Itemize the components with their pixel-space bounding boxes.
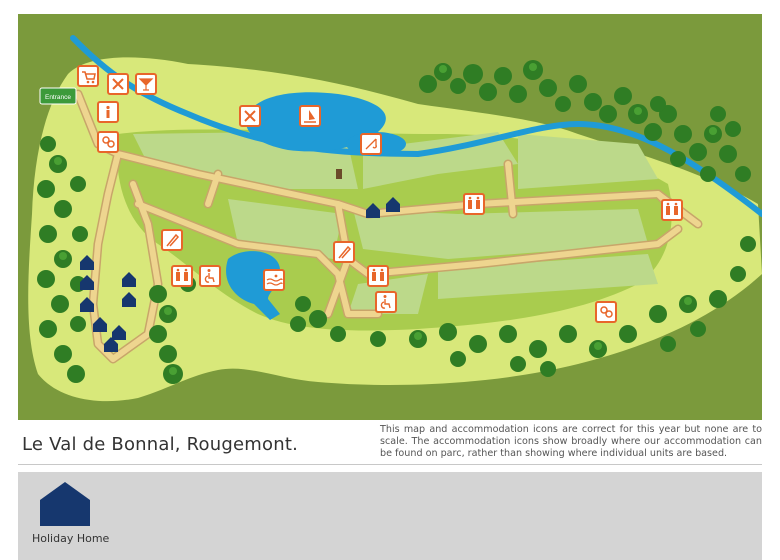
holiday-home-icon bbox=[366, 203, 380, 218]
swimming-pool-icon[interactable] bbox=[263, 269, 285, 291]
trees bbox=[37, 60, 756, 384]
map-key: Holiday Home bbox=[18, 472, 762, 560]
info-icon[interactable] bbox=[97, 101, 119, 123]
entrance-label: Entrance bbox=[45, 94, 71, 101]
site-title: Le Val de Bonnal, Rougemont. bbox=[22, 434, 299, 455]
fishing-icon[interactable] bbox=[360, 133, 382, 155]
field-5 bbox=[353, 209, 648, 259]
holiday-home-icon bbox=[122, 292, 136, 307]
bar-icon[interactable] bbox=[135, 73, 157, 95]
divider bbox=[18, 464, 762, 465]
kids-club-icon[interactable] bbox=[97, 131, 119, 153]
holiday-home-icon bbox=[112, 325, 126, 340]
lake-restaurant-icon[interactable] bbox=[239, 105, 261, 127]
footbridge bbox=[336, 169, 342, 179]
swimming-pool bbox=[226, 251, 281, 320]
playground-icon-1[interactable] bbox=[161, 229, 183, 251]
holiday-home-icon bbox=[122, 272, 136, 287]
key-label-holiday-home: Holiday Home bbox=[32, 532, 110, 545]
kids-club-icon-2[interactable] bbox=[595, 301, 617, 323]
holiday-home-icon bbox=[93, 317, 107, 332]
river bbox=[70, 35, 762, 217]
map-disclaimer: This map and accommodation icons are cor… bbox=[380, 424, 762, 459]
holiday-home-icon bbox=[80, 255, 94, 270]
entrance-sign: Entrance bbox=[39, 87, 77, 105]
field-3 bbox=[518, 134, 658, 189]
toilets-icon-2[interactable] bbox=[661, 199, 683, 221]
holiday-home-icon bbox=[386, 197, 400, 212]
windsurf-icon[interactable] bbox=[299, 105, 321, 127]
key-item-holiday-home: Holiday Home bbox=[28, 480, 138, 550]
holiday-home-icon bbox=[104, 337, 118, 352]
trees-highlight bbox=[54, 63, 717, 375]
park-map: Entrance bbox=[18, 14, 762, 420]
holiday-homes bbox=[80, 197, 400, 352]
caption-row: Le Val de Bonnal, Rougemont. This map an… bbox=[18, 420, 762, 465]
disabled-access-icon-1[interactable] bbox=[199, 265, 221, 287]
toilets-icon-1[interactable] bbox=[463, 193, 485, 215]
toilets-icon-3[interactable] bbox=[171, 265, 193, 287]
poi-icons bbox=[77, 65, 683, 323]
holiday-home-icon bbox=[80, 297, 94, 312]
disabled-access-icon-2[interactable] bbox=[375, 291, 397, 313]
playground-icon-2[interactable] bbox=[333, 241, 355, 263]
holiday-home-icon bbox=[40, 482, 90, 526]
toilets-icon-4[interactable] bbox=[367, 265, 389, 287]
restaurant-icon[interactable] bbox=[107, 73, 129, 95]
shop-icon[interactable] bbox=[77, 65, 99, 87]
holiday-home-icon bbox=[80, 275, 94, 290]
